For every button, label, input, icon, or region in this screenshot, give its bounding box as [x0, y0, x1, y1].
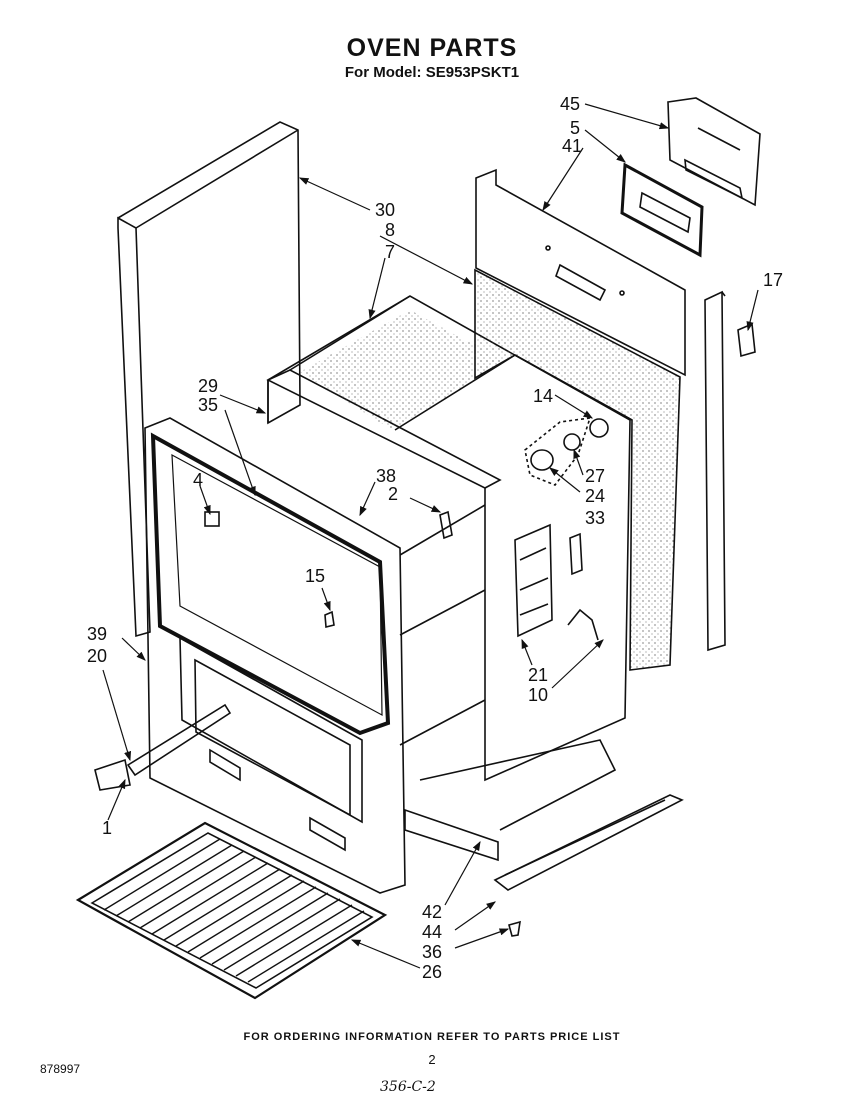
vent-bracket	[667, 97, 761, 207]
right-side-panel	[704, 290, 756, 652]
callout-20: 20	[87, 646, 107, 666]
page-number: 2	[428, 1052, 436, 1067]
oven-front-frame	[144, 417, 406, 894]
part-15	[324, 610, 335, 629]
model-line: For Model: SE953PSKT1	[344, 64, 520, 81]
handwritten-note: 356-C-2	[380, 1079, 436, 1095]
callout-42: 42	[422, 902, 442, 922]
callout-36: 36	[422, 942, 442, 962]
callout-14: 14	[533, 386, 553, 406]
oven-rack	[75, 821, 388, 1000]
part-4	[204, 511, 220, 527]
callout-38: 38	[376, 466, 396, 486]
part-2	[439, 510, 453, 540]
bottom-rails	[404, 739, 684, 891]
callout-1: 1	[102, 818, 112, 838]
callout-44: 44	[422, 922, 442, 942]
document-number: 878997	[40, 1062, 81, 1076]
callout-10: 10	[528, 685, 548, 705]
callout-15: 15	[305, 566, 325, 586]
callout-30: 30	[375, 200, 395, 220]
callout-24: 24	[585, 486, 605, 506]
callout-26: 26	[422, 962, 442, 982]
callout-29: 29	[198, 376, 218, 396]
vent-plate	[620, 162, 704, 258]
callout-5: 5	[570, 118, 580, 138]
callout-39: 39	[87, 624, 107, 644]
callout-7: 7	[385, 242, 395, 262]
door-hinge-receptacle	[514, 523, 599, 641]
oven-light-assembly	[524, 417, 609, 486]
callout-17: 17	[763, 270, 783, 290]
callout-27: 27	[585, 466, 605, 486]
callout-2: 2	[388, 484, 398, 504]
page-title: OVEN PARTS	[346, 34, 518, 62]
callout-35: 35	[198, 395, 218, 415]
leader-lines	[102, 103, 759, 969]
insulation-blanket	[474, 268, 681, 671]
callout-8: 8	[385, 220, 395, 240]
callout-41: 41	[562, 136, 582, 156]
callout-45: 45	[560, 94, 580, 114]
callout-21: 21	[528, 665, 548, 685]
burner-tube	[94, 703, 232, 791]
ordering-note: FOR ORDERING INFORMATION REFER TO PARTS …	[243, 1031, 621, 1043]
screw	[508, 920, 521, 937]
rear-panel	[475, 168, 686, 377]
callout-33: 33	[585, 508, 605, 528]
callout-4: 4	[193, 470, 203, 490]
